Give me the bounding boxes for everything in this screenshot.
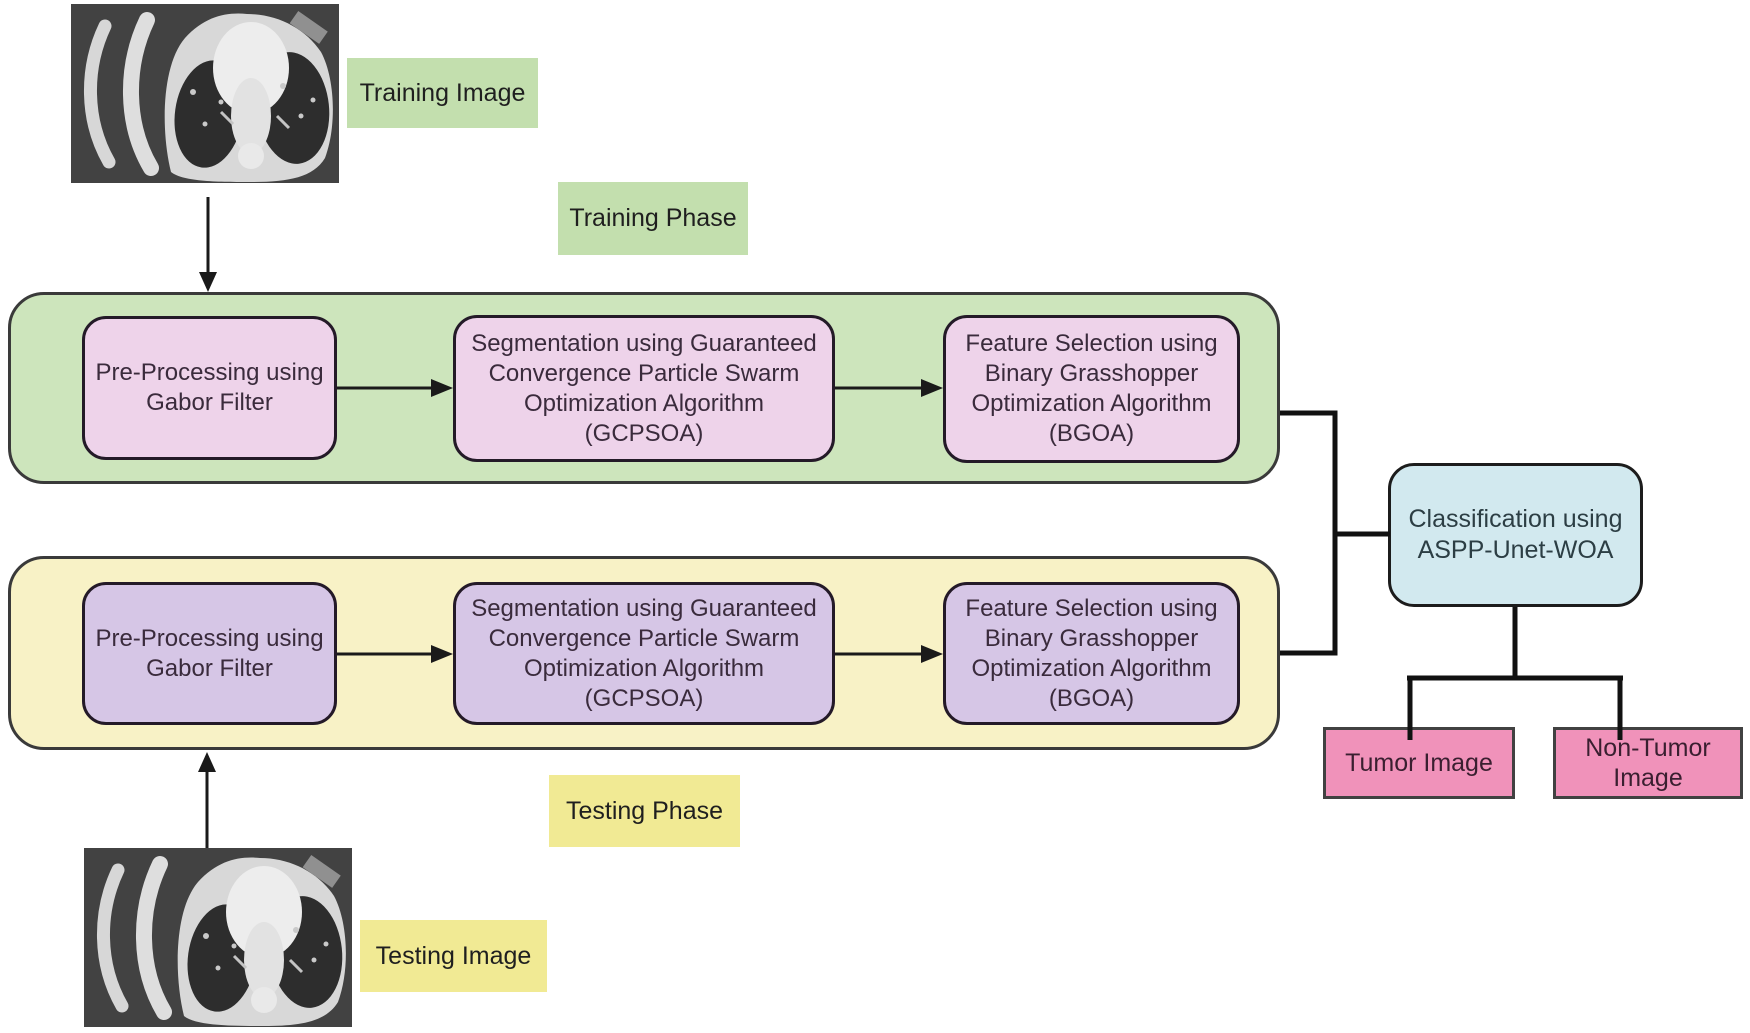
training-feature-selection-box: Feature Selection using Binary Grasshopp… <box>943 315 1240 463</box>
step-text-line: (GCPSOA) <box>584 684 704 712</box>
connector-classification-to-outputs <box>1407 607 1623 740</box>
step-text-line: Convergence Particle Swarm <box>488 624 800 652</box>
step-text-line: (BGOA) <box>1048 420 1135 447</box>
classification-text-line: ASPP-Unet-WOA <box>1417 536 1614 564</box>
testing-phase-label: Testing Phase <box>549 775 740 847</box>
testing-ct-scan-image <box>83 848 353 1027</box>
classification-box: Classification using ASPP-Unet-WOA <box>1388 463 1643 607</box>
output-text-line: Non-Tumor <box>1585 734 1711 762</box>
step-text-line: Binary Grasshopper <box>984 624 1199 652</box>
step-text-line: Optimization Algorithm <box>523 654 765 682</box>
step-text-line: Gabor Filter <box>146 654 273 682</box>
connector-pipelines-bracket <box>1280 410 1338 656</box>
training-image-label: Training Image <box>347 58 538 128</box>
ct-scan-icon <box>71 4 339 183</box>
testing-segmentation-box: Segmentation using Guaranteed Convergenc… <box>453 582 835 725</box>
step-text-line: Convergence Particle Swarm <box>488 359 800 387</box>
step-text-line: Optimization Algorithm <box>971 390 1212 417</box>
step-text-line: (BGOA) <box>1048 684 1135 712</box>
ct-scan-icon <box>84 848 352 1027</box>
training-ct-scan-image <box>71 4 339 183</box>
step-text-line: Feature Selection using <box>965 330 1218 357</box>
non-tumor-image-box: Non-Tumor Image <box>1553 727 1743 799</box>
step-text-line: Gabor Filter <box>146 389 273 416</box>
training-phase-label: Training Phase <box>558 182 748 255</box>
step-text-line: Binary Grasshopper <box>984 360 1199 387</box>
classification-text-line: Classification using <box>1408 505 1623 533</box>
testing-image-label: Testing Image <box>360 920 547 992</box>
step-text-line: (GCPSOA) <box>584 419 704 447</box>
arrow-testing-image-to-pipeline <box>198 752 216 848</box>
output-text-line: Tumor Image <box>1345 749 1493 777</box>
step-text-line: Pre-Processing using <box>95 624 324 652</box>
step-text-line: Pre-Processing using <box>95 359 324 386</box>
arrow-training-image-to-pipeline <box>199 197 217 292</box>
training-preprocessing-box: Pre-Processing using Gabor Filter <box>82 316 337 460</box>
tumor-image-box: Tumor Image <box>1323 727 1515 799</box>
step-text-line: Feature Selection using <box>965 594 1218 622</box>
testing-feature-selection-box: Feature Selection using Binary Grasshopp… <box>943 582 1240 725</box>
step-text-line: Segmentation using Guaranteed <box>471 594 817 622</box>
training-segmentation-box: Segmentation using Guaranteed Convergenc… <box>453 315 835 462</box>
testing-preprocessing-box: Pre-Processing using Gabor Filter <box>82 582 337 725</box>
step-text-line: Optimization Algorithm <box>971 654 1212 682</box>
step-text-line: Segmentation using Guaranteed <box>471 329 817 357</box>
output-text-line: Image <box>1613 764 1683 792</box>
step-text-line: Optimization Algorithm <box>523 389 765 417</box>
